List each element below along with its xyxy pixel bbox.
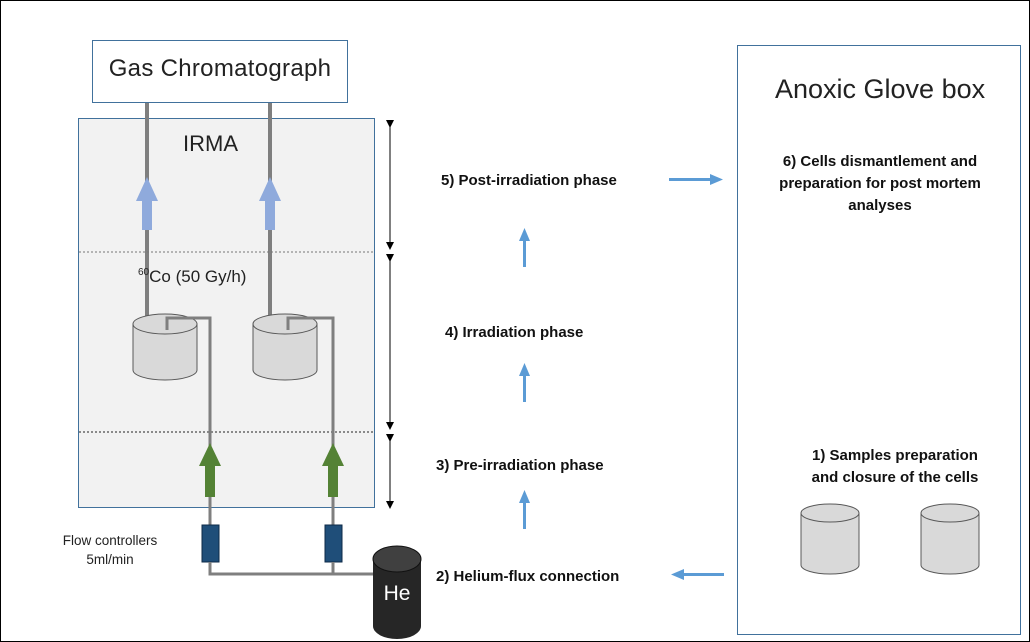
step6-line2: preparation for post mortem: [779, 175, 981, 192]
arrow-up-right-green: [322, 443, 344, 497]
step1-label: 1) Samples preparation and closure of th…: [770, 445, 1020, 489]
step6-line1: 6) Cells dismantlement and: [782, 153, 978, 170]
arrow-up-left-light: [136, 177, 158, 230]
step4-label: 4) Irradiation phase: [445, 324, 584, 341]
step6-line3: analyses: [848, 197, 912, 214]
step1-line1: 1) Samples preparation: [812, 447, 978, 464]
source-isotope-number: 60: [138, 267, 150, 278]
pipe-left-inlet: [165, 316, 212, 528]
irma-chamber: [78, 118, 375, 508]
step5-label: 5) Post-irradiation phase: [441, 172, 617, 189]
source-label: 60Co (50 Gy/h): [138, 267, 246, 287]
step2-label: 2) Helium-flux connection: [436, 568, 620, 585]
glove-box-title: Anoxic Glove box: [775, 74, 986, 104]
cell-cylinder-left: [132, 313, 198, 381]
irma-label: IRMA: [183, 131, 238, 156]
gas-chromatograph-label: Gas Chromatograph: [108, 55, 332, 82]
source-dose-rate: Co (50 Gy/h): [149, 267, 247, 286]
gas-chromatograph-box: Gas Chromatograph: [92, 40, 348, 103]
arrow-step4-to-step5: [519, 228, 530, 267]
step6-label: 6) Cells dismantlement and preparation f…: [750, 151, 1010, 217]
flow-controller-right: [324, 524, 343, 563]
sample-cylinder-right: [920, 503, 980, 575]
arrow-up-right-light: [259, 177, 281, 230]
pipe-right-inlet: [286, 316, 335, 528]
arrow-step1-to-step2: [671, 569, 724, 580]
step1-line2: and closure of the cells: [811, 469, 979, 486]
arrow-step3-to-step4: [519, 363, 530, 402]
flow-controllers-line2: 5ml/min: [86, 552, 134, 567]
flow-controllers-line1: Flow controllers: [62, 533, 158, 548]
sample-cylinder-left: [800, 503, 860, 575]
cell-cylinder-right: [252, 313, 318, 381]
flow-controllers-label: Flow controllers 5ml/min: [60, 531, 160, 569]
helium-tank: [372, 545, 422, 639]
flow-controller-left: [201, 524, 220, 563]
arrow-up-left-green: [199, 443, 221, 497]
pipe-helium-supply: [208, 562, 385, 576]
arrow-step2-to-step3: [519, 490, 530, 529]
step3-label: 3) Pre-irradiation phase: [436, 457, 604, 474]
arrow-step5-to-step6: [669, 174, 723, 185]
helium-label: He: [384, 582, 411, 605]
